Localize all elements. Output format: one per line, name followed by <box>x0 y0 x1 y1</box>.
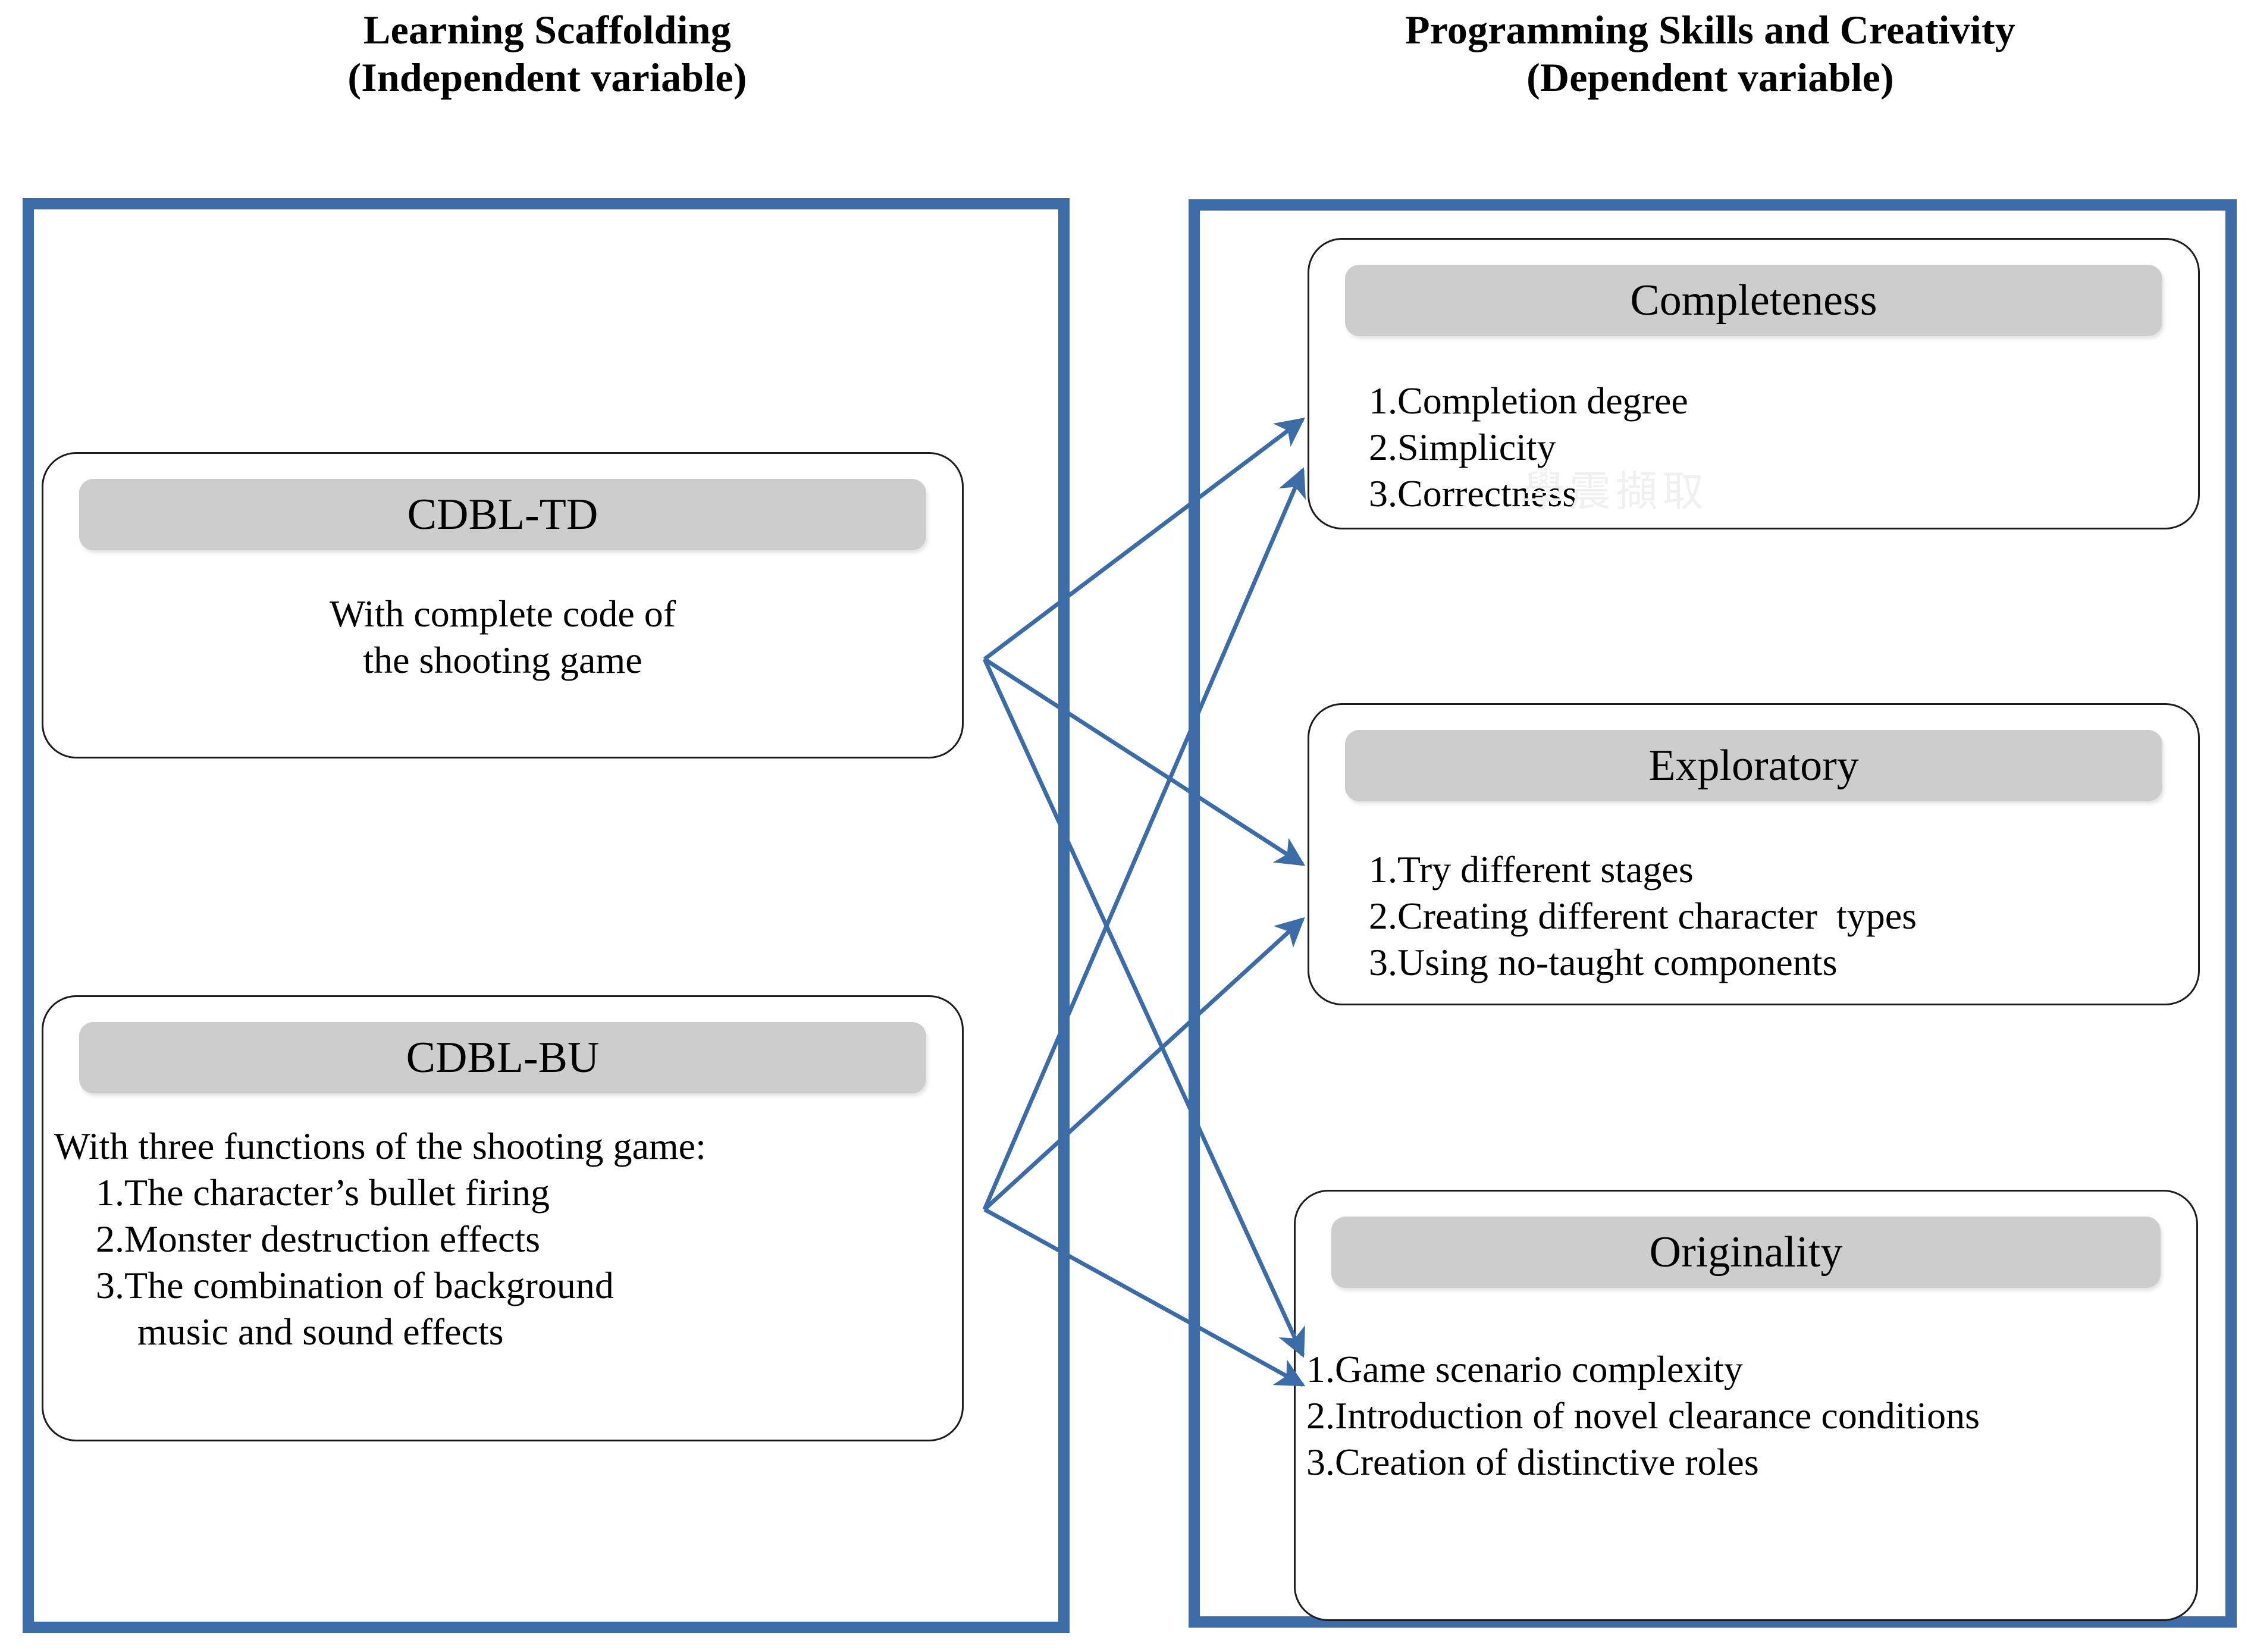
arrow-bu-to-originality <box>983 1207 1306 1387</box>
completeness-item-3: 3.Correctness <box>1369 472 1578 515</box>
right-title-line2: (Dependent variable) <box>1526 55 1894 101</box>
left-title-line2: (Independent variable) <box>347 55 747 101</box>
arrow-bu-to-completeness <box>982 467 1306 1211</box>
card-cdbl-bu-header: CDBL-BU <box>79 1022 926 1093</box>
left-column-title: Learning Scaffolding (Independent variab… <box>24 6 1071 101</box>
arrow-td-to-completeness <box>983 418 1305 661</box>
card-originality-body: 1.Game scenario complexity 2.Introductio… <box>1296 1346 2196 1485</box>
card-originality-header: Originality <box>1331 1217 2161 1288</box>
card-cdbl-td-title: CDBL-TD <box>407 490 598 539</box>
cdbl-bu-line-4: 3.The combination of background <box>96 1264 614 1307</box>
card-exploratory-title: Exploratory <box>1648 741 1859 790</box>
card-cdbl-bu-title: CDBL-BU <box>406 1033 600 1082</box>
card-completeness-title: Completeness <box>1630 276 1877 325</box>
completeness-item-1: 1.Completion degree <box>1369 380 1688 422</box>
exploratory-item-1: 1.Try different stages <box>1369 848 1694 891</box>
cdbl-td-line-2: the shooting game <box>363 639 642 682</box>
cdbl-td-line-1: With complete code of <box>329 593 676 635</box>
right-column-title: Programming Skills and Creativity (Depen… <box>1184 6 2237 101</box>
card-completeness-body: 1.Completion degree 2.Simplicity 3.Corre… <box>1309 378 2198 517</box>
cdbl-bu-line-2: 1.The character’s bullet firing <box>96 1171 550 1214</box>
originality-item-1: 1.Game scenario complexity <box>1306 1348 1743 1390</box>
cdbl-bu-line-1: With three functions of the shooting gam… <box>54 1125 706 1167</box>
card-cdbl-bu-body: With three functions of the shooting gam… <box>43 1123 962 1355</box>
card-cdbl-td-header: CDBL-TD <box>79 479 926 550</box>
cdbl-bu-line-5: music and sound effects <box>137 1311 504 1353</box>
exploratory-item-3: 3.Using no-taught components <box>1369 941 1838 984</box>
card-completeness[interactable]: Completeness 1.Completion degree 2.Simpl… <box>1308 238 2200 529</box>
originality-item-3: 3.Creation of distinctive roles <box>1306 1441 1759 1484</box>
exploratory-item-2: 2.Creating different character types <box>1369 895 1917 938</box>
card-cdbl-td-body: With complete code of the shooting game <box>43 591 962 684</box>
card-completeness-header: Completeness <box>1345 265 2162 336</box>
card-exploratory-body: 1.Try different stages 2.Creating differ… <box>1309 847 2198 986</box>
card-exploratory[interactable]: Exploratory 1.Try different stages 2.Cre… <box>1308 703 2200 1005</box>
arrow-bu-to-exploratory <box>983 917 1305 1211</box>
arrow-td-to-exploratory <box>983 657 1306 866</box>
right-title-line1: Programming Skills and Creativity <box>1404 7 2015 52</box>
card-cdbl-bu[interactable]: CDBL-BU With three functions of the shoo… <box>42 995 964 1441</box>
left-title-line1: Learning Scaffolding <box>363 7 731 52</box>
cdbl-bu-line-3: 2.Monster destruction effects <box>96 1218 541 1261</box>
originality-item-2: 2.Introduction of novel clearance condit… <box>1306 1394 1980 1437</box>
card-originality[interactable]: Originality 1.Game scenario complexity 2… <box>1294 1190 2198 1621</box>
card-exploratory-header: Exploratory <box>1345 730 2162 801</box>
card-cdbl-td[interactable]: CDBL-TD With complete code of the shooti… <box>42 452 964 758</box>
arrow-td-to-originality <box>982 658 1305 1358</box>
completeness-item-2: 2.Simplicity <box>1369 426 1556 469</box>
card-originality-title: Originality <box>1649 1228 1843 1277</box>
